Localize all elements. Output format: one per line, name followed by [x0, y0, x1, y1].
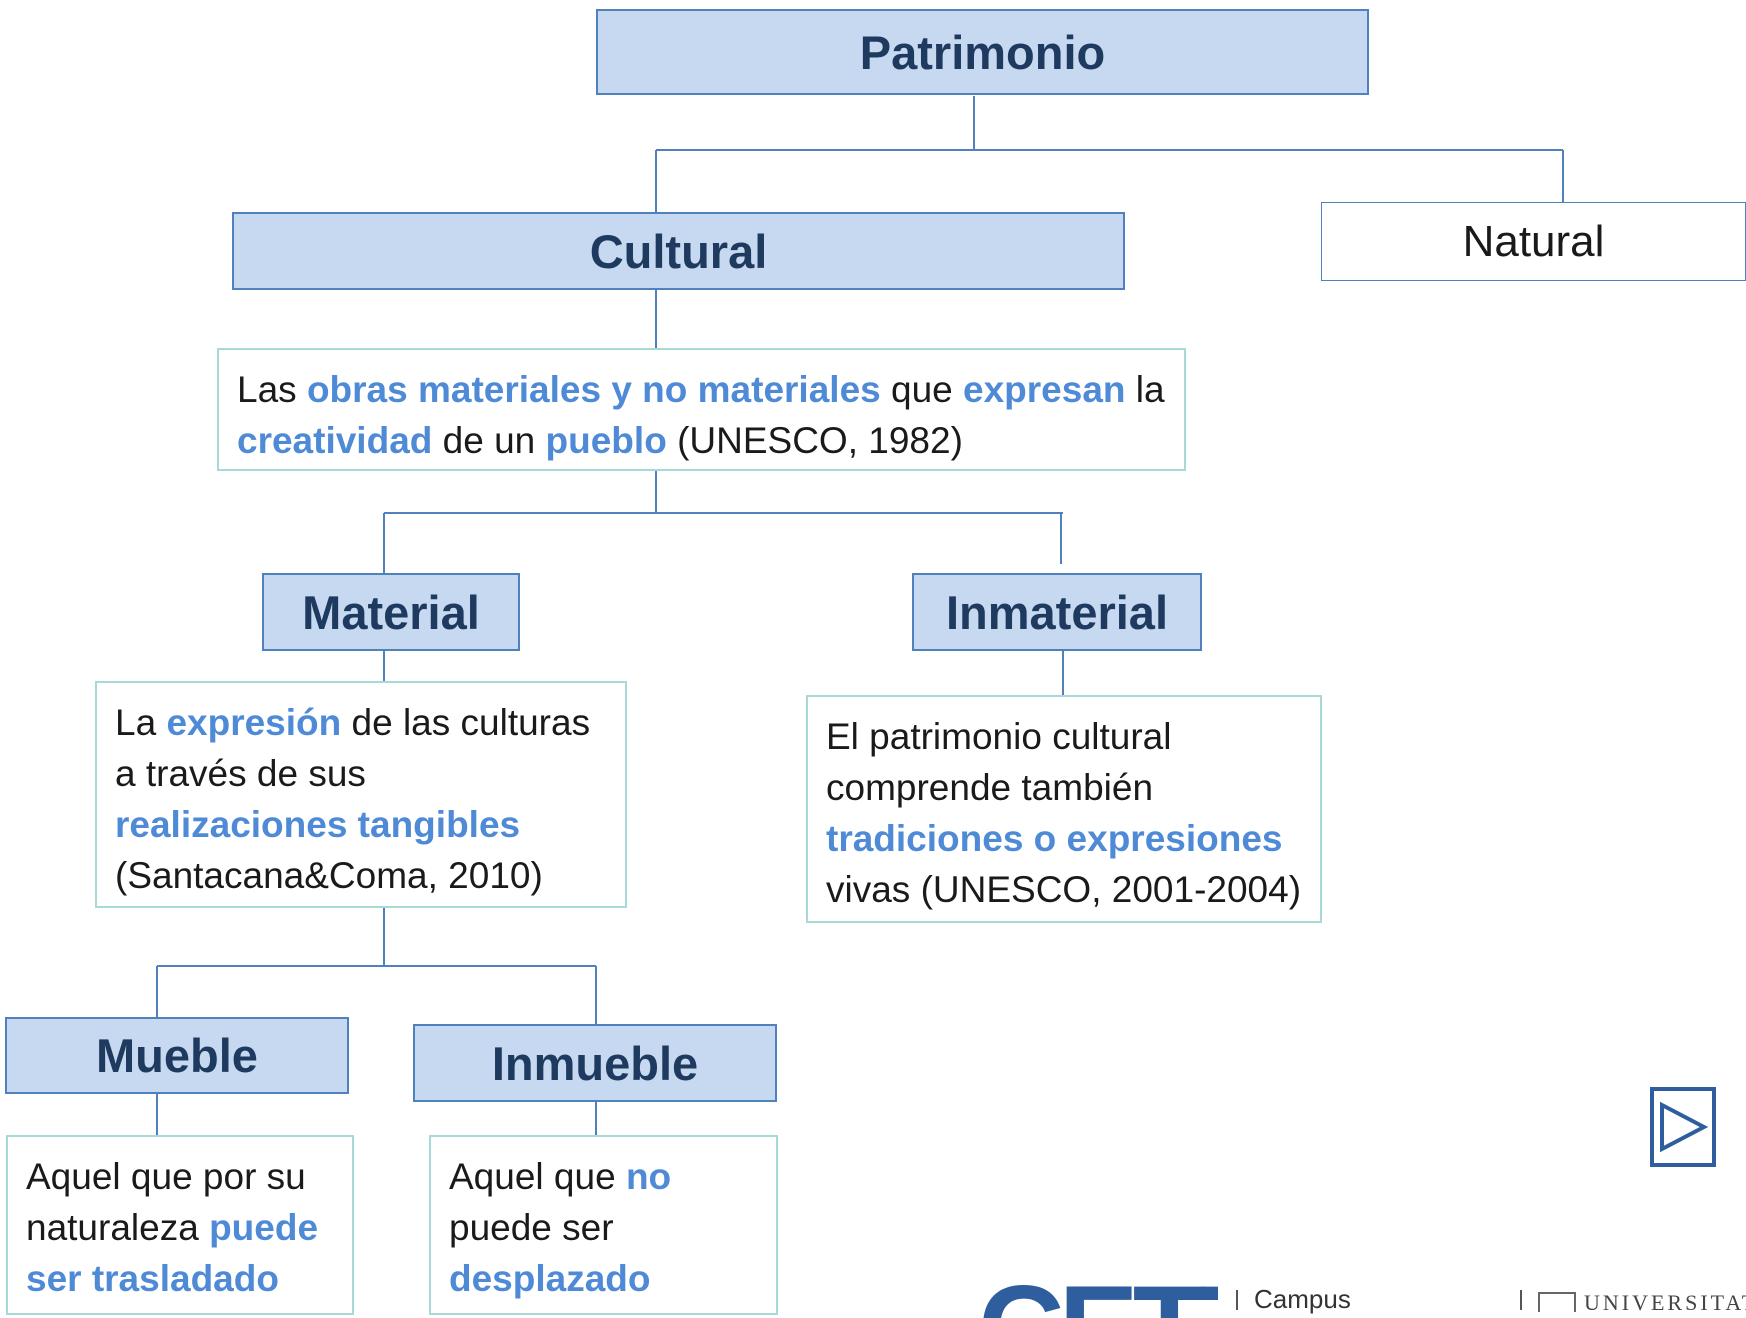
def-material-text-1: La	[115, 702, 167, 743]
def-inmaterial-text-1: El patrimonio cultural comprende también	[826, 716, 1172, 808]
def-inmaterial-text-2: vivas (UNESCO, 2001-2004)	[826, 869, 1302, 910]
university-label: UNIVERSITAT	[1584, 1290, 1746, 1315]
node-patrimonio: Patrimonio	[596, 9, 1369, 95]
node-material-label: Material	[302, 585, 480, 639]
def-cultural-highlight-2: expresan	[963, 369, 1126, 410]
def-cultural-highlight-4: pueblo	[545, 420, 667, 461]
def-material-text-2: de las culturas a través de sus	[115, 702, 591, 794]
def-inmueble-text-2: puede ser	[449, 1207, 614, 1248]
definition-material: La expresión de las culturas a través de…	[95, 681, 627, 908]
node-natural-label: Natural	[1462, 216, 1605, 266]
def-material-highlight-2: realizaciones tangibles	[115, 804, 521, 845]
definition-inmaterial: El patrimonio cultural comprende también…	[806, 695, 1322, 923]
campus-label: Campus	[1254, 1284, 1351, 1314]
play-icon	[1660, 1101, 1708, 1153]
logo-divider	[1236, 1290, 1238, 1310]
node-cultural: Cultural	[232, 212, 1125, 290]
definition-cultural: Las obras materiales y no materiales que…	[217, 348, 1186, 471]
definition-inmueble: Aquel que no puede ser desplazado	[429, 1135, 778, 1315]
def-mueble-highlight-1: puede ser trasladado	[26, 1207, 319, 1299]
def-inmueble-highlight-1: no	[625, 1156, 672, 1197]
node-material: Material	[262, 573, 520, 651]
def-inmueble-text-1: Aquel que	[449, 1156, 626, 1197]
node-natural: Natural	[1321, 202, 1746, 281]
next-slide-button[interactable]	[1650, 1087, 1716, 1167]
def-inmueble-highlight-2: desplazado	[449, 1258, 651, 1299]
connector-material-def	[156, 908, 597, 1024]
node-cultural-label: Cultural	[589, 224, 768, 278]
node-inmueble: Inmueble	[413, 1024, 777, 1102]
def-cultural-highlight-1: obras materiales y no materiales	[306, 369, 881, 410]
def-material-highlight-1: expresión	[166, 702, 342, 743]
def-cultural-text-2: que	[880, 369, 964, 410]
node-inmaterial: Inmaterial	[912, 573, 1202, 651]
def-mueble-text-1: Aquel que por su naturaleza	[26, 1156, 306, 1248]
cett-logo-text: CETT	[978, 1278, 1218, 1318]
def-material-text-3: (Santacana&Coma, 2010)	[115, 855, 543, 896]
logo-divider-right	[1520, 1290, 1522, 1310]
node-patrimonio-label: Patrimonio	[859, 25, 1106, 79]
node-mueble-label: Mueble	[96, 1029, 258, 1082]
node-inmueble-label: Inmueble	[491, 1036, 699, 1090]
def-inmaterial-highlight-1: tradiciones o expresiones	[826, 818, 1283, 859]
node-inmaterial-label: Inmaterial	[945, 585, 1169, 639]
def-cultural-highlight-3: creatividad	[237, 420, 433, 461]
def-cultural-text-1: Las	[237, 369, 307, 410]
def-cultural-text-3: la	[1125, 369, 1165, 410]
cett-logo: CETT	[978, 1278, 1218, 1318]
def-cultural-text-4: de un	[432, 420, 546, 461]
node-mueble: Mueble	[5, 1017, 349, 1094]
definition-mueble: Aquel que por su naturaleza puede ser tr…	[6, 1135, 354, 1315]
connector-patrimonio	[655, 96, 1564, 212]
def-cultural-text-5: (UNESCO, 1982)	[666, 420, 963, 461]
university-seal-icon	[1538, 1292, 1576, 1312]
connector-cultural-def	[383, 470, 1063, 573]
